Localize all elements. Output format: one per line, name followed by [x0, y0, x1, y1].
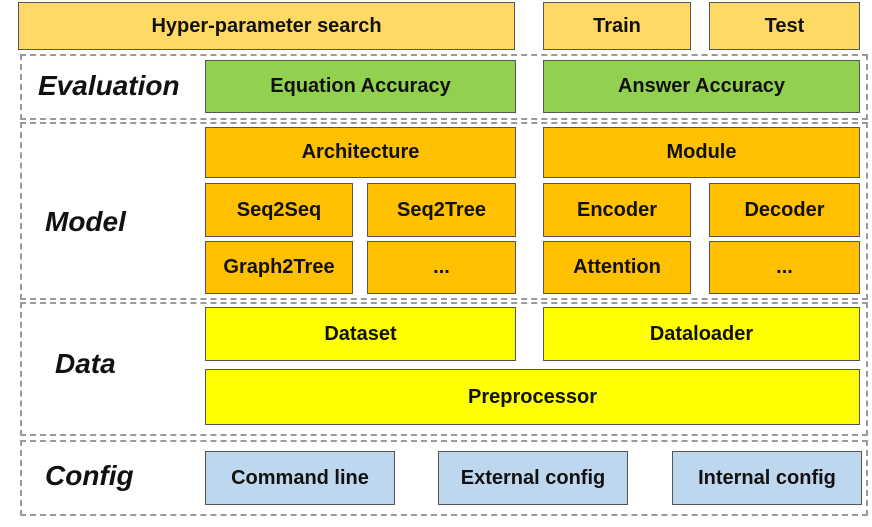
answer-accuracy-box: Answer Accuracy — [543, 60, 860, 113]
data-label: Data — [55, 348, 116, 379]
external-config-box: External config — [438, 451, 628, 505]
hyper-parameter-search-box: Hyper-parameter search — [18, 2, 515, 50]
preprocessor-box: Preprocessor — [205, 369, 860, 425]
encoder-box: Encoder — [543, 183, 691, 237]
evaluation-label: Evaluation — [38, 70, 180, 101]
evaluation-layer — [20, 54, 868, 120]
dataset-box: Dataset — [205, 307, 516, 361]
architecture-box: Architecture — [205, 127, 516, 178]
graph2tree-box: Graph2Tree — [205, 241, 353, 294]
config-label: Config — [45, 460, 134, 491]
module-ellipsis-box: ... — [709, 241, 860, 294]
seq2tree-box: Seq2Tree — [367, 183, 516, 237]
data-layer — [20, 302, 868, 436]
seq2seq-box: Seq2Seq — [205, 183, 353, 237]
model-layer — [20, 122, 868, 300]
equation-accuracy-box: Equation Accuracy — [205, 60, 516, 113]
test-box: Test — [709, 2, 860, 50]
module-box: Module — [543, 127, 860, 178]
attention-box: Attention — [543, 241, 691, 294]
decoder-box: Decoder — [709, 183, 860, 237]
dataloader-box: Dataloader — [543, 307, 860, 361]
model-label: Model — [45, 206, 126, 237]
arch-ellipsis-box: ... — [367, 241, 516, 294]
train-box: Train — [543, 2, 691, 50]
command-line-box: Command line — [205, 451, 395, 505]
config-layer — [20, 440, 868, 516]
internal-config-box: Internal config — [672, 451, 862, 505]
